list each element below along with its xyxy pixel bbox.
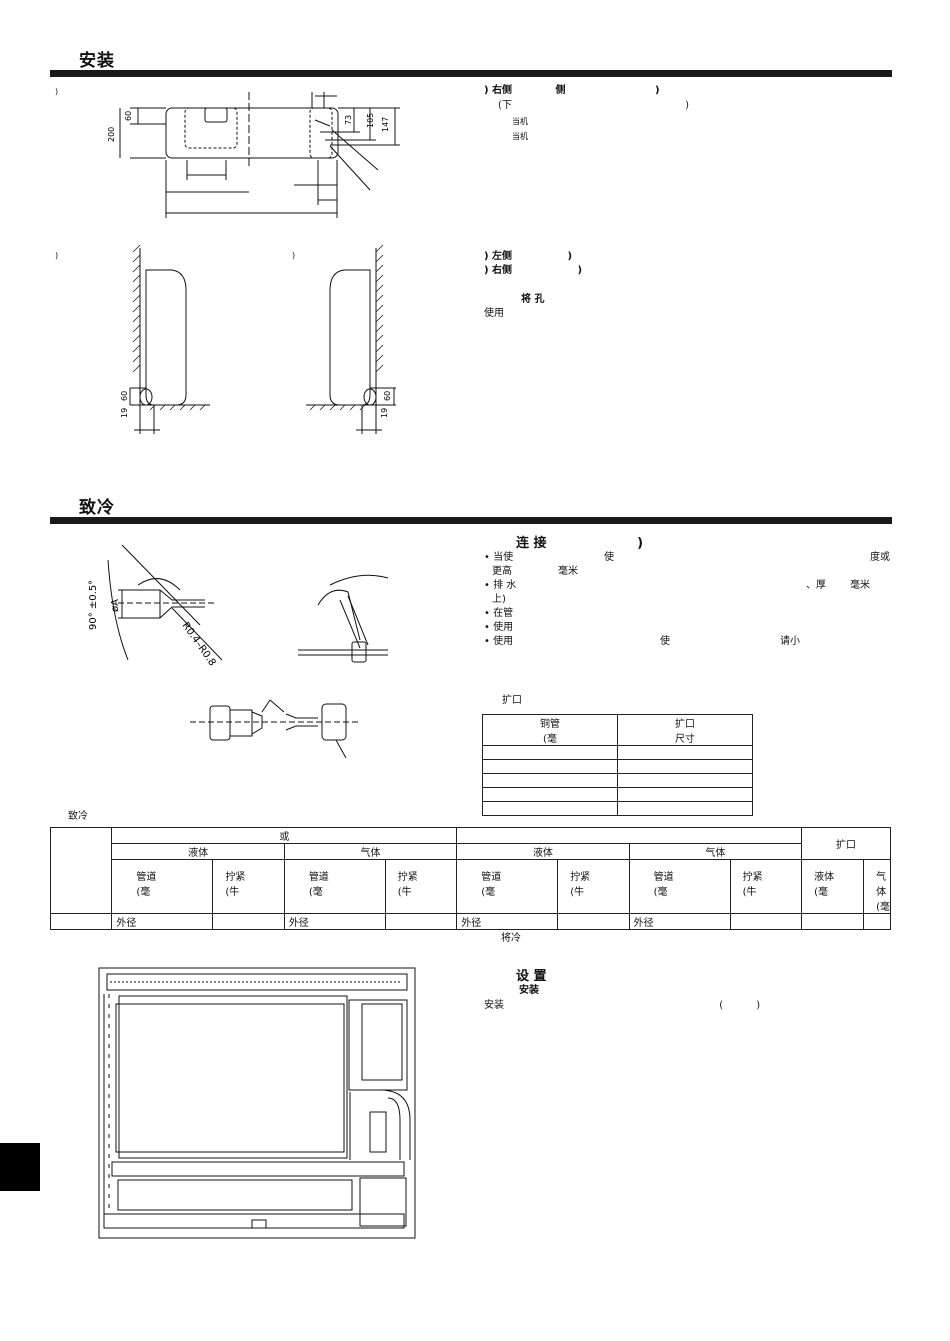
diagram-label-left: ) — [55, 251, 59, 260]
section-title-refrigerant: 致冷 — [79, 498, 115, 518]
table-header-pipe-2: 管道(毫 — [283, 859, 386, 914]
text-right-side-2: ) 右侧 — [484, 265, 513, 276]
text-paren2: ) — [685, 100, 689, 111]
bullet5-c: 请小 — [780, 636, 800, 647]
flare-dimension-table: 铜管(毫 扩口尺寸 — [482, 714, 753, 816]
connect-title-paren: ) — [637, 536, 644, 551]
bullet1-a: • 当使 — [484, 552, 514, 563]
dim-200: 200 — [107, 127, 116, 142]
bullet1-c: 度或 — [870, 552, 890, 563]
dim-147: 147 — [381, 117, 390, 132]
text-when-unit-2: 当机 — [512, 132, 528, 141]
refrigerant-pipe-table: 或 扩口 液体 气体 液体 气体 管道(毫 拧紧(牛 管道(毫 拧紧(牛 管道(… — [49, 827, 891, 930]
dim-60: 60 — [124, 111, 133, 121]
text-below: (下 — [498, 100, 512, 111]
table-header-torque-2: 拧紧(牛 — [384, 859, 458, 914]
connect-title: 连 接 — [516, 536, 547, 551]
dim-19-right: 19 — [380, 408, 389, 418]
dim-19-left: 19 — [120, 408, 129, 418]
text-right-side: ) 右侧 — [484, 85, 513, 96]
text-when-unit-1: 当机 — [512, 117, 528, 126]
setup-line-a: 安装 — [484, 1000, 504, 1011]
table-header-torque-4: 拧紧(牛 — [729, 859, 803, 914]
bullet2-d: 上) — [492, 594, 506, 605]
dim-73: 73 — [344, 115, 353, 125]
setup-title: 设 置 — [516, 969, 547, 984]
wall-clearance-diagrams: 60 19 60 19 — [120, 244, 396, 434]
text-side: 侧 — [555, 85, 566, 96]
section-rule-2 — [50, 517, 892, 524]
section-rule — [50, 70, 892, 77]
bullet3: • 在管 — [484, 608, 514, 619]
text-hole: 将 孔 — [521, 294, 545, 305]
flare-table-header-size: 扩口尺寸 — [617, 714, 753, 746]
page-tab-marker — [0, 1143, 40, 1191]
setup-subtitle: 安装 — [519, 985, 539, 996]
bullet2-a: • 排 水 — [484, 580, 517, 591]
table-header-liquid-flare: 液体(毫 — [801, 859, 865, 914]
bullet4: • 使用 — [484, 622, 514, 633]
bullet2-b: 、厚 — [806, 580, 826, 591]
flare-table-label: 扩口 — [502, 695, 522, 706]
table-header-torque-1: 拧紧(牛 — [212, 859, 285, 914]
angle-label: 90° ±0.5° — [88, 580, 99, 630]
table-header-torque-3: 拧紧(牛 — [557, 859, 630, 914]
bullet5-b: 使 — [660, 636, 670, 647]
text-use: 使用 — [484, 308, 504, 319]
diameter-label: øA — [110, 599, 121, 612]
bullet5-a: • 使用 — [484, 636, 514, 647]
refrigerant-note: 将冷 — [501, 933, 521, 944]
dim-60-right: 60 — [383, 391, 392, 401]
bullet2-c: 毫米 — [850, 580, 870, 591]
text-paren3: ) — [567, 251, 573, 262]
bullet1-e: 毫米 — [558, 566, 578, 577]
flare-diagrams: 90° ±0.5° øA R0.4–R0.8 — [88, 544, 389, 759]
top-dimension-diagram: 200 60 73 105 147 — [107, 92, 400, 218]
bullet1-d: 更高 — [492, 566, 512, 577]
diagram-label: ) — [55, 87, 59, 96]
bullet1-b: 使 — [604, 552, 614, 563]
table-header-gas-flare: 气体(毫 — [863, 859, 891, 914]
section-title-install: 安装 — [79, 51, 115, 71]
setup-line-c: ) — [756, 1000, 761, 1011]
table-header-pipe-4: 管道(毫 — [628, 859, 731, 914]
table-header-flare: 扩口 — [801, 827, 891, 860]
table-row — [482, 801, 753, 816]
diagram-label-mid: ) — [292, 251, 296, 260]
setup-line-b: ( — [719, 1000, 724, 1011]
text-left-side: ) 左侧 — [484, 251, 513, 262]
refrigerant-table-label: 致冷 — [68, 811, 88, 822]
dim-105: 105 — [366, 113, 375, 128]
text-paren4: ) — [577, 265, 583, 276]
table-header-pipe-1: 管道(毫 — [111, 859, 214, 914]
table-row — [482, 759, 753, 774]
table-row: 外径 外径 外径 外径 — [49, 913, 891, 930]
dim-60-left: 60 — [120, 391, 129, 401]
text-paren: ) — [655, 85, 660, 96]
